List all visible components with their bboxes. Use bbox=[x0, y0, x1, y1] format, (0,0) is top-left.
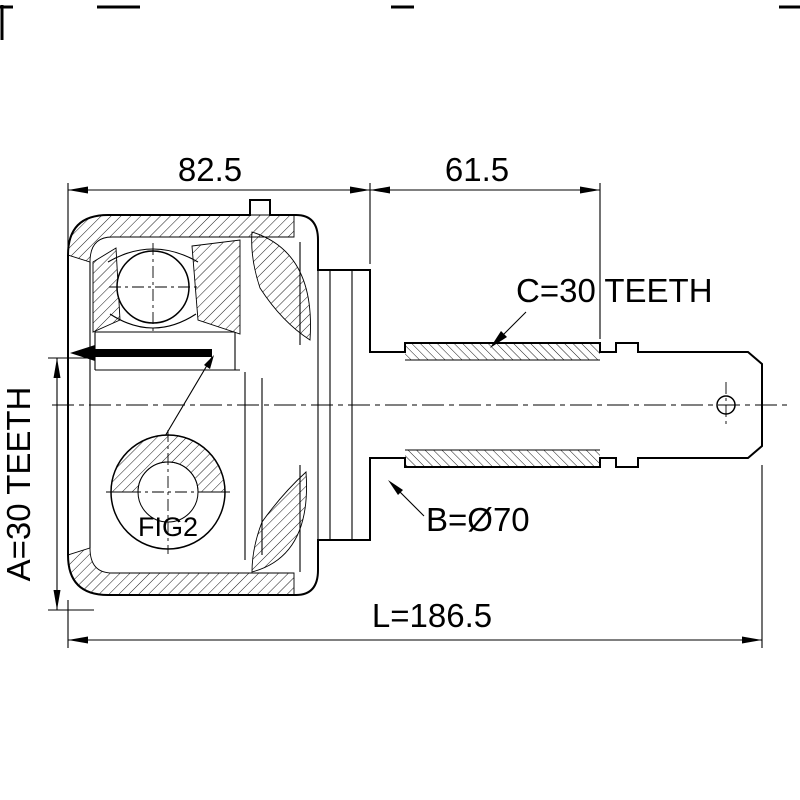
dimension-82-5: 82.5 bbox=[68, 151, 370, 194]
cage-lower-right-hatch bbox=[251, 471, 307, 573]
spline-hatch-top bbox=[405, 343, 600, 360]
dim-text-61-5: 61.5 bbox=[445, 151, 509, 188]
dimension-a: A=30 TEETH bbox=[0, 358, 61, 610]
part-outline bbox=[67, 199, 763, 596]
fig2-detail-circle: FIG2 bbox=[106, 430, 230, 554]
spline-hatch-bottom bbox=[405, 450, 600, 467]
dimension-61-5: 61.5 bbox=[370, 151, 600, 194]
figure-label: FIG2 bbox=[138, 512, 198, 542]
cage-upper-right-hatch bbox=[251, 231, 311, 341]
dimension-l: L=186.5 bbox=[68, 597, 762, 644]
dim-text-82-5: 82.5 bbox=[178, 151, 242, 188]
dimension-lines: 82.5 61.5 A=30 TEETH L=186.5 bbox=[0, 151, 763, 648]
upper-ball-assembly bbox=[107, 243, 199, 331]
callouts: C=30 TEETH B=Ø70 bbox=[388, 272, 713, 538]
inner-spline-leader-arrowhead bbox=[204, 355, 214, 369]
inner-spline-leader bbox=[157, 356, 213, 449]
inner-spline-arrow bbox=[70, 345, 95, 361]
inner-spline-bore-bar bbox=[95, 349, 212, 357]
callout-b-diameter: B=Ø70 bbox=[388, 480, 530, 538]
race-section-left-hatch bbox=[92, 247, 121, 333]
dim-text-a-teeth: A=30 TEETH bbox=[0, 387, 37, 582]
callout-c-teeth: C=30 TEETH bbox=[490, 272, 713, 348]
dim-text-length: L=186.5 bbox=[372, 597, 492, 634]
inner-race bbox=[70, 331, 240, 449]
callout-text-b-diameter: B=Ø70 bbox=[426, 501, 530, 538]
shaft-section bbox=[405, 343, 736, 467]
race-section-right-hatch bbox=[191, 239, 241, 335]
frame-marks bbox=[0, 5, 800, 40]
callout-text-c-teeth: C=30 TEETH bbox=[516, 272, 713, 309]
housing-section: FIG2 bbox=[67, 214, 353, 596]
